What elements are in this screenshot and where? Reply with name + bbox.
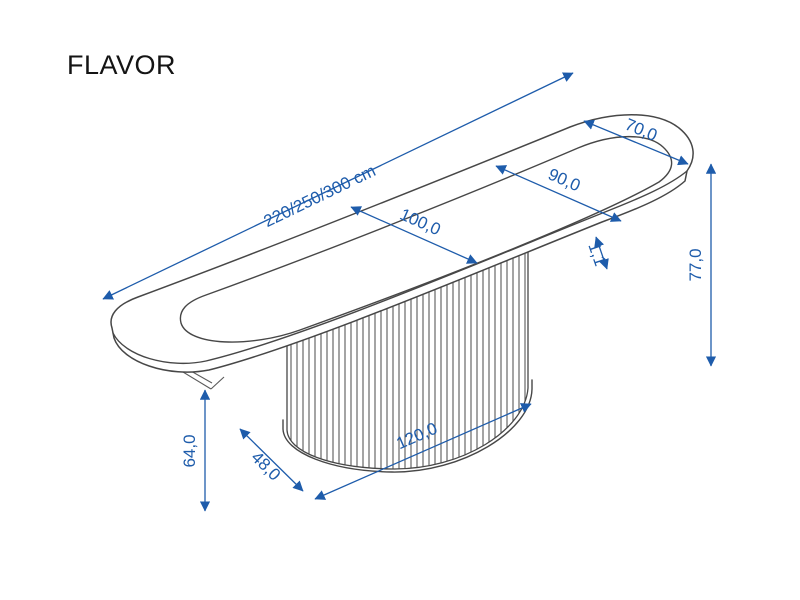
dimension-top-thickness-arrow	[594, 236, 609, 270]
tabletop-edge-line	[112, 170, 688, 365]
dimension-height: 77,0	[686, 163, 717, 367]
dimension-end-width-arrow	[583, 119, 689, 166]
dimension-center-width-arrow	[350, 206, 478, 264]
table-drawing	[110, 114, 694, 473]
dimension-underside-height-label: 64,0	[180, 434, 199, 467]
dimension-inner-width-arrow	[495, 165, 622, 222]
dimension-height-label: 77,0	[686, 248, 705, 281]
underframe-line-2	[210, 376, 225, 390]
dimension-top-thickness-label: 1,1	[584, 240, 610, 269]
dimension-base-length-arrow	[314, 403, 532, 500]
dimension-base-width-arrow	[239, 428, 304, 492]
dimension-top-thickness: 1,1	[584, 236, 610, 270]
dimension-length-arrow	[102, 72, 574, 300]
dimension-underside-height: 64,0	[180, 389, 211, 512]
dimension-base-width-label: 48,0	[247, 448, 284, 485]
